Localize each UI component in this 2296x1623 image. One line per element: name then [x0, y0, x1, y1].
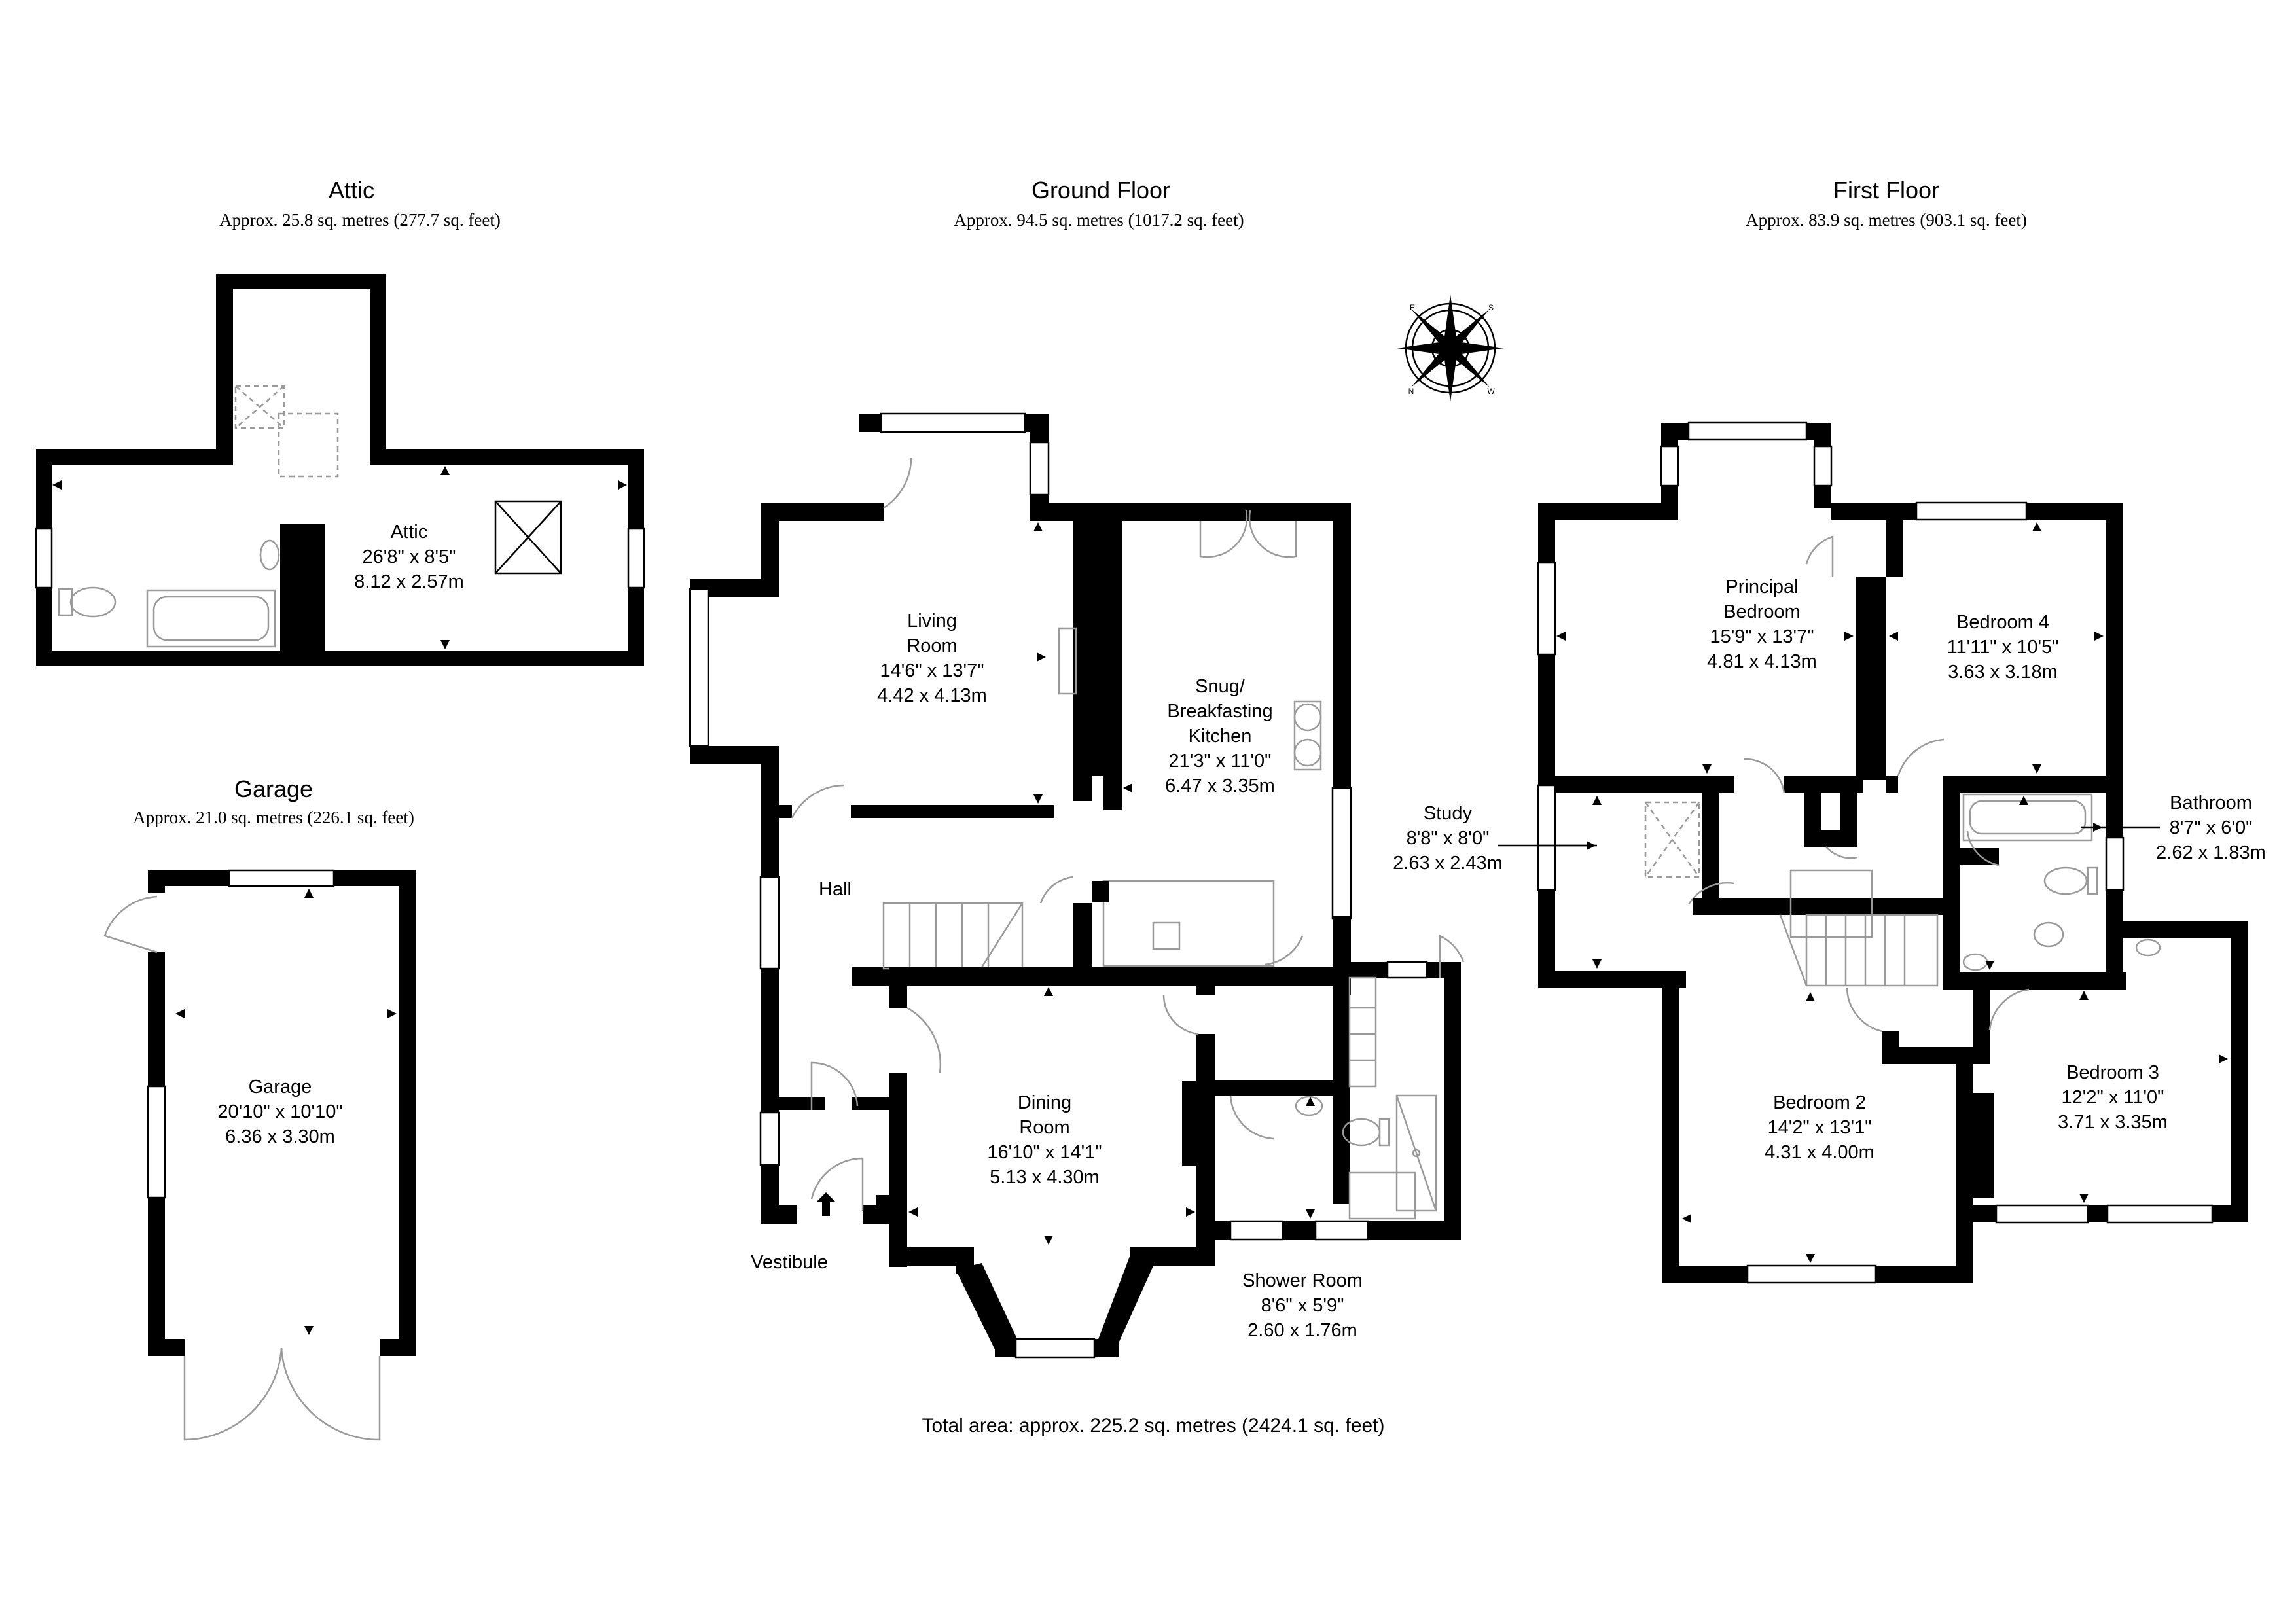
svg-text:Bedroom 2: Bedroom 2: [1773, 1092, 1866, 1113]
svg-text:Bedroom: Bedroom: [1723, 601, 1801, 622]
svg-text:2.62 x 1.83m: 2.62 x 1.83m: [2156, 842, 2266, 863]
garage-title: Garage: [234, 776, 313, 802]
total-area: Total area: approx. 225.2 sq. metres (24…: [922, 1415, 1384, 1436]
svg-text:6.36 x 3.30m: 6.36 x 3.30m: [225, 1126, 335, 1147]
svg-text:15'9" x 13'7": 15'9" x 13'7": [1710, 626, 1814, 647]
svg-text:Shower Room: Shower Room: [1242, 1270, 1363, 1291]
svg-text:6.47 x 3.35m: 6.47 x 3.35m: [1165, 776, 1275, 796]
svg-text:4.81 x 4.13m: 4.81 x 4.13m: [1707, 651, 1817, 672]
svg-text:14'2" x 13'1": 14'2" x 13'1": [1767, 1117, 1871, 1138]
svg-text:Principal: Principal: [1725, 577, 1798, 597]
svg-text:8.12 x 2.57m: 8.12 x 2.57m: [354, 571, 464, 592]
svg-text:Attic: Attic: [391, 522, 427, 543]
svg-text:8'6" x 5'9": 8'6" x 5'9": [1261, 1295, 1344, 1316]
first-floor-plan: Principal Bedroom 15'9" x 13'7" 4.81 x 4…: [1393, 421, 2266, 1284]
ground-floor-plan: Living Room 14'6" x 13'7" 4.42 x 4.13m S…: [689, 412, 1465, 1359]
garage-plan: Garage 20'10" x 10'10" 6.36 x 3.30m: [103, 869, 416, 1441]
garage-area: Approx. 21.0 sq. metres (226.1 sq. feet): [133, 808, 414, 827]
snug-kitchen-label: Snug/ Breakfasting Kitchen 21'3" x 11'0"…: [1165, 676, 1275, 796]
svg-text:Room: Room: [906, 635, 957, 656]
svg-text:Study: Study: [1424, 803, 1473, 824]
attic-title: Attic: [329, 177, 374, 204]
compass-label-s: S: [1488, 303, 1494, 312]
attic-area: Approx. 25.8 sq. metres (277.7 sq. feet): [219, 210, 501, 230]
attic-heading: Attic Approx. 25.8 sq. metres (277.7 sq.…: [219, 177, 501, 230]
shower-room-label: Shower Room 8'6" x 5'9" 2.60 x 1.76m: [1242, 1270, 1363, 1341]
ground-floor-heading: Ground Floor Approx. 94.5 sq. metres (10…: [954, 177, 1244, 230]
vestibule-label: Vestibule: [751, 1252, 828, 1273]
svg-text:12'2" x 11'0": 12'2" x 11'0": [2062, 1087, 2164, 1108]
svg-text:Kitchen: Kitchen: [1189, 726, 1252, 747]
svg-text:3.63 x 3.18m: 3.63 x 3.18m: [1948, 662, 2058, 683]
attic-room-label: Attic 26'8" x 8'5" 8.12 x 2.57m: [354, 522, 464, 592]
bathroom-label: Bathroom 8'7" x 6'0" 2.62 x 1.83m: [2156, 793, 2266, 863]
compass-rose-icon: E S N W: [1397, 294, 1504, 402]
bedroom-2-label: Bedroom 2 14'2" x 13'1" 4.31 x 4.00m: [1765, 1092, 1874, 1163]
compass-label-w: W: [1487, 387, 1495, 396]
svg-text:8'7" x 6'0": 8'7" x 6'0": [2170, 817, 2253, 838]
living-room-label: Living Room 14'6" x 13'7" 4.42 x 4.13m: [877, 611, 987, 706]
compass-label-n: N: [1408, 387, 1414, 396]
svg-text:2.60 x 1.76m: 2.60 x 1.76m: [1247, 1320, 1357, 1341]
svg-text:Bedroom 4: Bedroom 4: [1956, 612, 2049, 633]
bedroom-3-label: Bedroom 3 12'2" x 11'0" 3.71 x 3.35m: [2058, 1062, 2168, 1133]
svg-text:Bedroom 3: Bedroom 3: [2066, 1062, 2159, 1083]
svg-text:5.13 x 4.30m: 5.13 x 4.30m: [990, 1167, 1100, 1188]
bedroom-4-label: Bedroom 4 11'11" x 10'5" 3.63 x 3.18m: [1947, 612, 2059, 683]
svg-text:Bathroom: Bathroom: [2170, 793, 2252, 813]
svg-text:26'8" x 8'5": 26'8" x 8'5": [363, 546, 456, 567]
svg-text:Breakfasting: Breakfasting: [1167, 701, 1272, 722]
study-label: Study 8'8" x 8'0" 2.63 x 2.43m: [1393, 803, 1503, 874]
svg-text:20'10" x 10'10": 20'10" x 10'10": [217, 1101, 342, 1122]
svg-text:Room: Room: [1019, 1117, 1069, 1138]
svg-text:Snug/: Snug/: [1195, 676, 1246, 697]
svg-text:8'8" x 8'0": 8'8" x 8'0": [1407, 828, 1490, 849]
svg-text:3.71 x 3.35m: 3.71 x 3.35m: [2058, 1112, 2168, 1133]
svg-text:11'11" x 10'5": 11'11" x 10'5": [1947, 637, 2059, 658]
svg-text:4.31 x 4.00m: 4.31 x 4.00m: [1765, 1142, 1874, 1163]
svg-text:Dining: Dining: [1018, 1092, 1071, 1113]
principal-bedroom-label: Principal Bedroom 15'9" x 13'7" 4.81 x 4…: [1707, 577, 1817, 672]
svg-text:Living: Living: [907, 611, 957, 632]
dining-room-label: Dining Room 16'10" x 14'1" 5.13 x 4.30m: [987, 1092, 1102, 1188]
compass-label-e: E: [1410, 303, 1415, 312]
hall-label: Hall: [819, 879, 852, 900]
first-floor-area: Approx. 83.9 sq. metres (903.1 sq. feet): [1746, 210, 2027, 230]
first-floor-heading: First Floor Approx. 83.9 sq. metres (903…: [1746, 177, 2027, 230]
garage-heading: Garage Approx. 21.0 sq. metres (226.1 sq…: [133, 776, 414, 827]
svg-text:4.42 x 4.13m: 4.42 x 4.13m: [877, 685, 987, 706]
svg-text:2.63 x 2.43m: 2.63 x 2.43m: [1393, 853, 1503, 874]
first-floor-title: First Floor: [1833, 177, 1939, 204]
garage-room-label: Garage 20'10" x 10'10" 6.36 x 3.30m: [217, 1077, 342, 1147]
svg-text:Garage: Garage: [249, 1077, 312, 1097]
ground-floor-area: Approx. 94.5 sq. metres (1017.2 sq. feet…: [954, 210, 1244, 230]
ground-floor-title: Ground Floor: [1031, 177, 1170, 204]
svg-text:16'10" x 14'1": 16'10" x 14'1": [987, 1142, 1102, 1163]
svg-text:14'6" x 13'7": 14'6" x 13'7": [880, 660, 984, 681]
attic-plan: Attic 26'8" x 8'5" 8.12 x 2.57m: [35, 274, 645, 666]
svg-text:21'3" x 11'0": 21'3" x 11'0": [1169, 751, 1272, 772]
